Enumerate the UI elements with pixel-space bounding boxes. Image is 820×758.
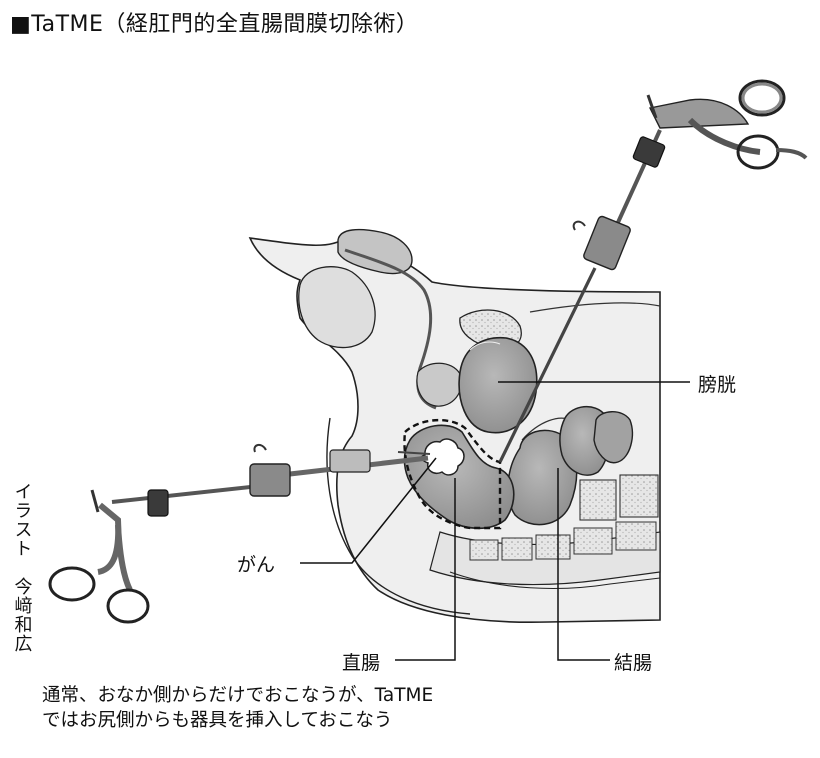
back-outline bbox=[326, 417, 471, 615]
cancer-leader bbox=[300, 457, 437, 564]
tumor bbox=[420, 438, 465, 476]
illustration-credit: イラスト 今﨑和広 bbox=[11, 482, 33, 653]
scrotum bbox=[298, 266, 376, 349]
transanal-instrument bbox=[48, 444, 431, 624]
bladder-label: 膀胱 bbox=[698, 374, 737, 396]
diagram-title: ■TaTME（経肛門的全直腸間膜切除術） bbox=[10, 12, 419, 37]
tme-dashed-boundary bbox=[403, 418, 502, 530]
caption-line-1: 通常、おなか側からだけでおこなうが、TaTME bbox=[42, 685, 434, 706]
penis bbox=[337, 228, 413, 275]
prostate bbox=[416, 362, 462, 407]
bladder bbox=[458, 336, 538, 434]
upper-laparoscopic-instrument bbox=[498, 79, 808, 463]
colon-label: 結腸 bbox=[614, 652, 653, 674]
caption: 通常、おなか側からだけでおこなうが、TaTME ではお尻側からも器具を挿入してお… bbox=[42, 684, 433, 734]
cancer-label: がん bbox=[237, 554, 276, 576]
rectum-leader bbox=[395, 478, 456, 661]
colon-loop-3 bbox=[593, 411, 634, 464]
spine bbox=[429, 474, 661, 590]
rectum-label: 直腸 bbox=[342, 652, 381, 674]
caption-line-2: ではお尻側からも器具を挿入しておこなう bbox=[42, 709, 393, 731]
colon-leader bbox=[557, 468, 610, 661]
